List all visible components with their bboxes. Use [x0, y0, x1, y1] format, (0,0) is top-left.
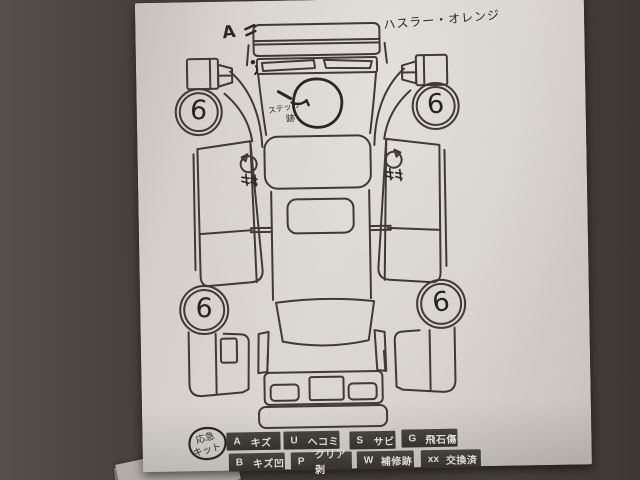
- legend-label: サビ: [373, 436, 395, 448]
- handwritten-wheel-mark-rear-left: 6: [194, 292, 214, 325]
- front-bumper: [245, 22, 388, 67]
- hood-panel: [257, 70, 378, 136]
- kit-note-circle: [188, 426, 227, 461]
- legend-label: キズ: [250, 437, 272, 449]
- legend-item: W 補修跡: [356, 450, 415, 470]
- legend-code: W: [363, 454, 374, 466]
- sticker-mark-circle: [291, 77, 344, 129]
- door-panel-left: [192, 140, 264, 288]
- legend-code: xx: [427, 453, 440, 465]
- legend-code: G: [408, 432, 417, 444]
- legend-item: G 飛石傷: [401, 428, 458, 448]
- handwritten-wheel-mark-rear-right: 6: [430, 285, 452, 319]
- headlight-right: [400, 53, 449, 87]
- c-pillar-flaps: [257, 329, 388, 375]
- legend-item: B キズ凹: [228, 452, 286, 472]
- legend-code: P: [297, 455, 305, 467]
- quarter-panel-left: [187, 331, 250, 398]
- handwritten-damage-code: A: [221, 21, 237, 44]
- legend-item: A キズ: [226, 431, 281, 451]
- wheel-rear-left: [179, 285, 230, 336]
- legend-label: クリア剥: [314, 449, 347, 477]
- quarter-panel-right: [393, 326, 457, 393]
- handwritten-tick-marks: [244, 23, 257, 37]
- rear-bumper: [258, 403, 389, 429]
- taillight-right: [347, 382, 378, 401]
- rear-window: [266, 297, 387, 373]
- legend-code: S: [356, 434, 364, 446]
- wheel-front-left: [174, 88, 223, 137]
- handwritten-wheel-mark-front-left: 6: [188, 94, 209, 127]
- door-panel-right: [377, 137, 448, 284]
- legend-item: S サビ: [349, 430, 396, 450]
- side-mirror-left: [239, 153, 258, 174]
- legend-item: P クリア剥: [290, 450, 353, 476]
- legend-code: A: [233, 435, 241, 448]
- mirror-scribble-left: [241, 173, 258, 187]
- side-mirror-right: [384, 148, 403, 169]
- fuel-door: [219, 337, 239, 364]
- license-plate: [308, 375, 345, 402]
- wheel-front-right: [411, 81, 460, 130]
- legend-label: 補修跡: [380, 455, 413, 468]
- handwritten-wheel-mark-front-right: 6: [425, 88, 446, 121]
- sticker-mark-arrow: [276, 90, 310, 107]
- legend-label: キズ凹: [252, 458, 285, 470]
- handwritten-hook-mark: [250, 59, 259, 76]
- taillight-left: [269, 383, 300, 402]
- wheel-rear-right: [416, 278, 467, 329]
- legend-label: 交換済: [445, 454, 478, 467]
- legend-label: 飛石傷: [425, 434, 458, 446]
- legend-item: xx 交換済: [420, 449, 481, 469]
- fender-lines: [223, 67, 412, 148]
- mirror-scribble-right: [385, 167, 403, 182]
- cowl-panel: [255, 56, 379, 76]
- legend-code: U: [290, 434, 298, 447]
- rear-panel: [263, 370, 384, 406]
- handwritten-sticker-note-line2: 跡: [285, 113, 296, 125]
- legend-code: B: [235, 456, 244, 469]
- windshield: [263, 134, 372, 190]
- roof-panel: [249, 189, 392, 301]
- headlight-left: [185, 57, 234, 91]
